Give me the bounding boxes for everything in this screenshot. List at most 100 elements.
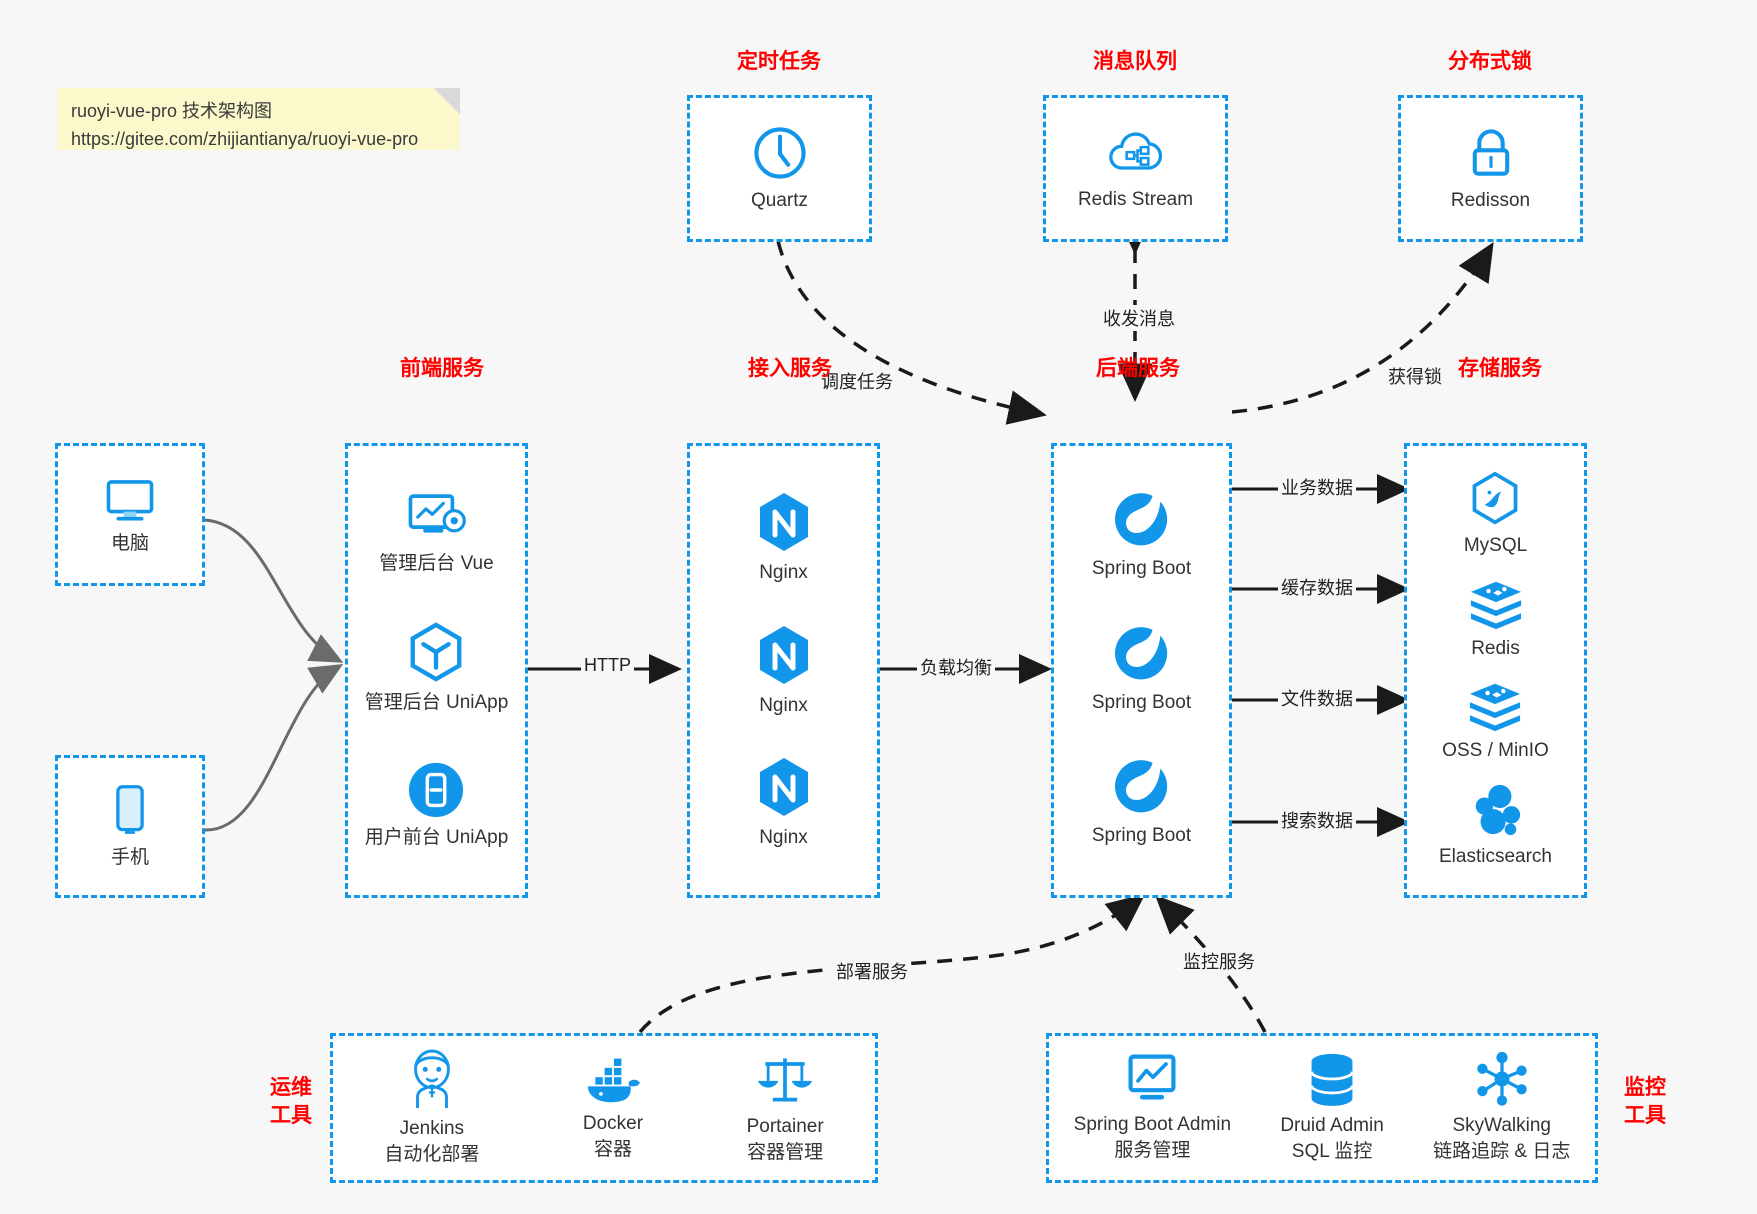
node-nginx-1[interactable]: Nginx (754, 490, 814, 586)
node-label: Elasticsearch (1439, 846, 1552, 868)
scales-icon (756, 1050, 814, 1108)
client-box-desktop[interactable]: 电脑 (55, 443, 205, 586)
edge-label-deploy-service: 部署服务 (833, 958, 911, 984)
node-jenkins[interactable]: Jenkins 自动化部署 (384, 1048, 479, 1167)
node-label: Spring Boot (1091, 825, 1192, 847)
edge-label-search-data: 搜索数据 (1278, 807, 1356, 833)
node-label: Redis (1471, 637, 1520, 659)
node-label: MySQL (1463, 535, 1528, 557)
note-folded-corner-icon (434, 88, 460, 114)
group-box-devops: Jenkins 自动化部署 Docker 容器 (330, 1033, 878, 1183)
edge-label-send-receive: 收发消息 (1100, 305, 1178, 331)
spring-boot-icon (1112, 626, 1170, 684)
node-label: Quartz (750, 189, 809, 211)
node-label: Spring Boot (1091, 557, 1192, 579)
group-title-devops: 运维 工具 (256, 1074, 326, 1131)
node-admin-uniapp[interactable]: 管理后台 UniApp (364, 622, 509, 716)
node-mobile[interactable]: 手机 (109, 783, 151, 871)
node-elasticsearch[interactable]: Elasticsearch (1439, 782, 1552, 870)
edge-label-http: HTTP (581, 655, 634, 676)
mysql-icon (1468, 471, 1522, 527)
edge-label-acquire-lock: 获得锁 (1385, 363, 1445, 389)
node-portainer[interactable]: Portainer 容器管理 (747, 1050, 824, 1165)
node-spring-boot-1[interactable]: Spring Boot (1092, 492, 1191, 582)
nginx-icon (754, 490, 814, 554)
node-sublabel: 容器 (593, 1139, 632, 1161)
nginx-icon (754, 755, 814, 819)
group-box-storage: MySQL Redis (1404, 443, 1587, 898)
node-label: Redis Stream (1077, 188, 1194, 210)
group-title-frontend: 前端服务 (400, 357, 484, 380)
group-box-gateway: Nginx Nginx Nginx (687, 443, 880, 898)
node-spring-boot-3[interactable]: Spring Boot (1092, 759, 1191, 849)
skywalking-icon (1473, 1051, 1531, 1107)
cloud-network-icon (1105, 125, 1165, 181)
node-label: 手机 (110, 846, 149, 868)
group-title-monitoring: 监控 工具 (1610, 1074, 1680, 1131)
edge-label-schedule-task: 调度任务 (818, 368, 896, 394)
node-spring-boot-2[interactable]: Spring Boot (1092, 626, 1191, 716)
node-sublabel: 服务管理 (1114, 1140, 1191, 1162)
group-box-message-queue: Redis Stream (1043, 95, 1228, 242)
edge-label-load-balance: 负载均衡 (917, 654, 995, 680)
node-label: Jenkins (399, 1118, 465, 1140)
node-admin-vue[interactable]: 管理后台 Vue (379, 491, 494, 577)
node-label: Nginx (759, 826, 808, 848)
node-mysql[interactable]: MySQL (1464, 471, 1527, 559)
note-title: ruoyi-vue-pro 技术架构图 (71, 101, 273, 121)
client-box-mobile[interactable]: 手机 (55, 755, 205, 898)
node-label: Druid Admin (1280, 1115, 1384, 1137)
node-oss-minio[interactable]: OSS / MinIO (1442, 680, 1549, 764)
lock-icon (1464, 124, 1518, 182)
node-desktop[interactable]: 电脑 (101, 473, 159, 557)
redis-icon (1466, 680, 1524, 732)
node-redisson[interactable]: Redisson (1451, 124, 1530, 214)
node-label: Redisson (1450, 189, 1531, 211)
node-quartz[interactable]: Quartz (751, 124, 809, 214)
edge-label-business-data: 业务数据 (1278, 474, 1356, 500)
node-druid-admin[interactable]: Druid Admin SQL 监控 (1280, 1051, 1384, 1164)
group-title-backend: 后端服务 (1096, 357, 1180, 380)
group-title-storage: 存储服务 (1458, 357, 1542, 380)
node-user-uniapp[interactable]: 用户前台 UniApp (365, 761, 508, 851)
database-icon (1306, 1051, 1358, 1107)
spring-boot-icon (1112, 759, 1170, 817)
group-title-message-queue: 消息队列 (1093, 50, 1177, 73)
node-sublabel: 链路追踪 & 日志 (1433, 1141, 1571, 1163)
spring-boot-icon (1112, 492, 1170, 550)
node-nginx-3[interactable]: Nginx (754, 755, 814, 851)
node-nginx-2[interactable]: Nginx (754, 623, 814, 719)
redis-icon (1467, 578, 1525, 630)
group-box-monitoring: Spring Boot Admin 服务管理 Druid Admin SQL 监… (1046, 1033, 1598, 1183)
node-label: OSS / MinIO (1442, 739, 1549, 761)
node-label: Nginx (759, 562, 808, 584)
dashboard-gear-icon (405, 491, 467, 545)
desktop-monitor-icon (101, 473, 159, 525)
edge-label-file-data: 文件数据 (1278, 685, 1356, 711)
edge-label-cache-data: 缓存数据 (1278, 574, 1356, 600)
node-docker[interactable]: Docker 容器 (582, 1053, 644, 1162)
node-label: Spring Boot (1091, 691, 1192, 713)
node-redis[interactable]: Redis (1467, 578, 1525, 662)
node-label: 管理后台 UniApp (364, 691, 509, 713)
mobile-phone-icon (109, 783, 151, 839)
node-label: Portainer (746, 1116, 824, 1138)
group-box-backend: Spring Boot Spring Boot Spring Boot (1051, 443, 1232, 898)
group-title-scheduler: 定时任务 (737, 50, 821, 73)
elasticsearch-icon (1467, 782, 1525, 838)
monitor-chart-icon (1123, 1052, 1181, 1106)
group-box-frontend: 管理后台 Vue 管理后台 UniApp 用户前台 UniApp (345, 443, 528, 898)
group-box-scheduler: Quartz (687, 95, 872, 242)
node-sublabel: SQL 监控 (1291, 1141, 1373, 1163)
jenkins-icon (404, 1048, 460, 1110)
docker-icon (582, 1053, 644, 1105)
monitoring-title-line1: 监控 (1624, 1076, 1666, 1099)
node-redis-stream[interactable]: Redis Stream (1078, 125, 1193, 213)
node-spring-boot-admin[interactable]: Spring Boot Admin 服务管理 (1074, 1052, 1231, 1163)
edge-label-monitor-service: 监控服务 (1180, 948, 1258, 974)
phone-app-icon (407, 761, 465, 819)
node-skywalking[interactable]: SkyWalking 链路追踪 & 日志 (1433, 1051, 1570, 1164)
nginx-icon (754, 623, 814, 687)
devops-title-line1: 运维 (270, 1076, 312, 1099)
